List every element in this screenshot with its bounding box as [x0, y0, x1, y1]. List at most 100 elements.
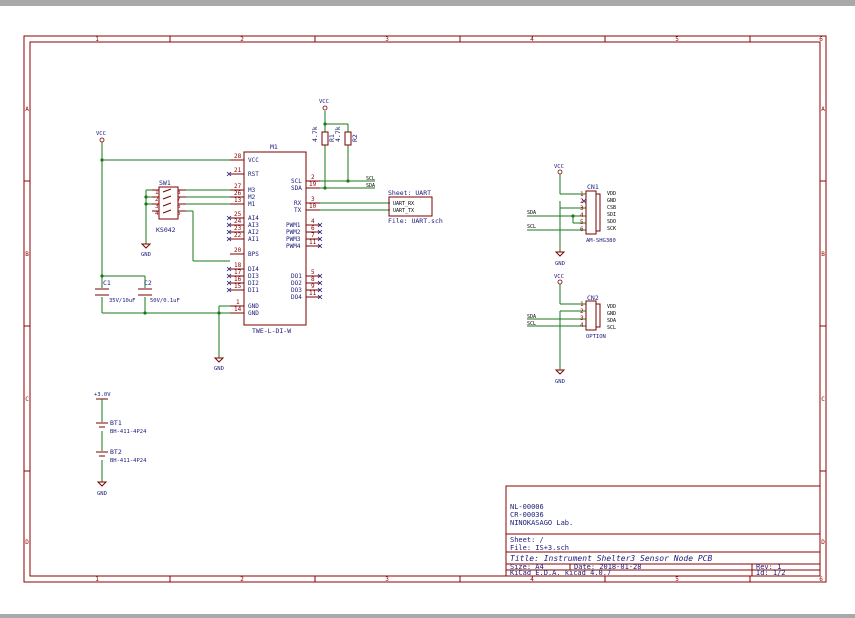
resistor-r1[interactable]: 4.7k R1 — [311, 126, 336, 146]
vcc-left-label: VCC — [96, 131, 106, 137]
sheet-uart-name: Sheet: UART — [388, 189, 431, 197]
m1-pin-20-num: 20 — [234, 247, 242, 254]
gnd-cn2-label: GND — [555, 379, 565, 385]
cn2-name-vdd: VDD — [607, 304, 616, 310]
m1-pin-23-num: 23 — [234, 225, 242, 232]
cn1-name-sdo: SDO — [607, 219, 616, 225]
m1-pin-sda: SDA — [291, 185, 302, 192]
sw1-pin-5: 5 — [177, 210, 181, 217]
col-label-2-bottom: 2 — [240, 576, 244, 583]
sheet-uart[interactable]: Sheet: UART File: UART.sch UART_RX UART_… — [388, 189, 443, 225]
m1-pin-24-num: 24 — [234, 218, 242, 225]
cn1-name-sck: SCK — [607, 226, 616, 232]
sw1-pin-4: 4 — [155, 210, 159, 217]
m1-pin-26-num: 26 — [234, 190, 242, 197]
m1-pin-11-num: 11 — [309, 239, 317, 246]
c2-value: 50V/0.1uF — [150, 298, 180, 304]
m1-pin-do2: DO2 — [291, 280, 302, 287]
cn2-name-sda: SDA — [607, 318, 616, 324]
connector-cn1[interactable]: VCC CN1 AM-SHG380 1 2 3 4 5 6 VDD GND CS… — [527, 164, 616, 267]
m1-pin-22-num: 22 — [234, 232, 242, 239]
sheet-pin-uart-tx: UART_TX — [393, 208, 414, 214]
m1-pin-1-num: 1 — [236, 299, 240, 306]
sw1-value: KS042 — [156, 226, 176, 234]
sw1-pin-6: 6 — [177, 203, 181, 210]
cn2-pin-3: 3 — [580, 315, 584, 322]
row-label-b-left: B — [25, 251, 29, 258]
battery-bt1[interactable]: BT1 BH-411-4P24 — [96, 419, 147, 435]
vcc-cn2-label: VCC — [554, 274, 564, 280]
m1-pin-rst: RST — [248, 171, 259, 178]
battery-bt2[interactable]: BT2 BH-411-4P24 — [96, 448, 147, 464]
m1-pin-6-num: 6 — [311, 225, 315, 232]
c1-ref: C1 — [103, 279, 111, 287]
r2-ref: R2 — [351, 134, 359, 142]
battery-section: +3.0V GND — [94, 392, 111, 497]
m1-ref: M1 — [270, 143, 278, 151]
sw1-pin-3: 3 — [155, 203, 159, 210]
gnd-m1-label: GND — [214, 366, 224, 372]
gnd-symbol-sw1: GND — [140, 240, 152, 258]
r1-ref: R1 — [328, 134, 336, 142]
sheet-pin-uart-rx: UART_RX — [393, 201, 414, 207]
connector-cn2[interactable]: VCC CN2 OPTION 1 2 3 4 VDD GND SDA SCL S… — [527, 274, 616, 385]
c2-ref: C2 — [144, 279, 152, 287]
m1-pin-16-num: 16 — [234, 276, 242, 283]
wires-main — [100, 111, 390, 358]
cn2-value: OPTION — [586, 334, 606, 340]
m1-pin-vcc: VCC — [248, 157, 259, 164]
cn1-name-sdi: SDI — [607, 212, 616, 218]
schematic-canvas: 1 2 3 4 5 6 1 2 3 4 5 6 A B C D A B C D … — [23, 35, 827, 583]
m1-pin-13-num: 13 — [234, 197, 242, 204]
resistor-r2[interactable]: 4.7k R2 — [334, 126, 359, 146]
cn2-pin-2: 2 — [580, 308, 584, 315]
tb-id: Id: 1/2 — [756, 569, 786, 577]
m1-pin-gnd-a: GND — [248, 303, 259, 310]
m1-pin-17-num: 17 — [234, 269, 242, 276]
no-connect-markers — [226, 171, 587, 300]
v3-label: +3.0V — [94, 392, 111, 398]
m1-pin-di3: DI3 — [248, 273, 259, 280]
cn1-name-vdd: VDD — [607, 191, 616, 197]
m1-pin-5-num: 5 — [311, 269, 315, 276]
m1-pin-18-num: 18 — [234, 262, 242, 269]
col-label-6-bottom: 6 — [819, 576, 823, 583]
sw1-pin-1: 1 — [155, 189, 159, 196]
title-block: NL-00006 CR-00036 NINOKASAGO Lab. Sheet:… — [505, 485, 821, 577]
col-label-5-top: 5 — [675, 36, 679, 43]
bt2-value: BH-411-4P24 — [110, 458, 147, 464]
drawing-frame — [23, 35, 827, 583]
cn2-name-gnd: GND — [607, 311, 616, 317]
m1-pin-do3: DO3 — [291, 287, 302, 294]
col-label-1-bottom: 1 — [95, 576, 99, 583]
m1-pin-pwm3: PWM3 — [286, 236, 301, 243]
capacitor-c2[interactable]: C2 50V/0.1uF — [138, 279, 180, 304]
vcc-pullup-label: VCC — [319, 99, 329, 105]
r2-value: 4.7k — [334, 126, 342, 142]
m1-pin-ai3: AI3 — [248, 222, 259, 229]
m1-pin-di4: DI4 — [248, 266, 259, 273]
m1-right-pins: 2 SCL 19 SDA 3 RX 10 TX 4 PWM1 6 PWM2 7 … — [286, 174, 320, 301]
m1-pin-rx: RX — [294, 200, 302, 207]
r1-value: 4.7k — [311, 126, 319, 142]
cn2-ref: CN2 — [587, 294, 599, 302]
gnd-sw1-label: GND — [141, 252, 151, 258]
tb-tool: KiCad E.D.A. kicad 4.0.7 — [510, 569, 611, 577]
tb-line3: NINOKASAGO Lab. — [510, 519, 573, 527]
m1-pin-gnd-b: GND — [248, 310, 259, 317]
tb-rev: Rev: 1 — [756, 563, 781, 571]
vcc-cn1-label: VCC — [554, 164, 564, 170]
sw1-pin-8: 8 — [177, 189, 181, 196]
m1-pin-8-num: 8 — [311, 276, 315, 283]
tb-title: Title: Instrument Shelter3 Sensor Node P… — [510, 554, 712, 563]
m1-pin-tx: TX — [294, 207, 302, 214]
row-label-c-right: C — [821, 396, 825, 403]
row-label-a-right: A — [821, 106, 825, 113]
capacitor-c1[interactable]: C1 35V/10uF — [95, 279, 136, 304]
net-label-scl-m1: SCL — [366, 176, 375, 182]
dip-switch-sw1[interactable]: SW1 KS042 1 2 3 4 8 7 6 5 — [152, 179, 186, 234]
m1-pin-bps: BPS — [248, 251, 259, 258]
m1-pin-27-num: 27 — [234, 183, 242, 190]
col-label-2-top: 2 — [240, 36, 244, 43]
m1-pin-m3: M3 — [248, 187, 256, 194]
